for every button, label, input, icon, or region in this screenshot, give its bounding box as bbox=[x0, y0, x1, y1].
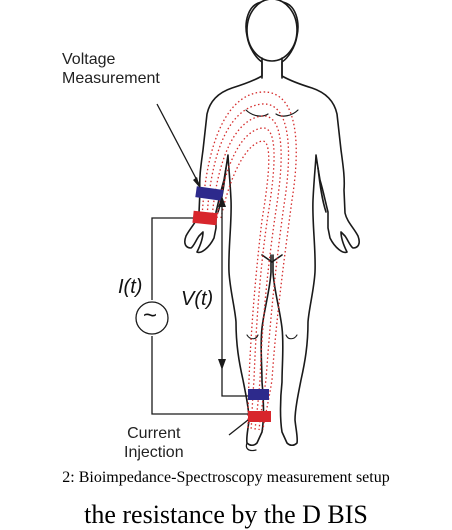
cropped-body-text: the resistance by the D BIS bbox=[84, 500, 368, 529]
voltage-symbol: V(t) bbox=[181, 288, 214, 310]
voltage-measurement-label: Voltage Measurement bbox=[62, 50, 160, 88]
current-label-line1: Current bbox=[127, 425, 181, 442]
voltage-arrows bbox=[193, 177, 226, 370]
voltage-electrode-arm bbox=[195, 186, 224, 201]
ac-source bbox=[135, 301, 169, 335]
current-electrode-ankle bbox=[248, 411, 271, 422]
current-flow-paths bbox=[201, 91, 297, 431]
voltage-label-line2: Measurement bbox=[62, 70, 160, 87]
voltage-electrode-ankle bbox=[248, 389, 269, 400]
current-injection-label: Current Injection bbox=[124, 424, 184, 462]
ac-source-symbol: ~ bbox=[143, 302, 158, 329]
figure-caption: 2: Bioimpedance-Spectroscopy measurement… bbox=[62, 469, 390, 486]
electrodes bbox=[192, 186, 271, 422]
current-electrode-wrist bbox=[192, 210, 218, 226]
voltage-label-line1: Voltage bbox=[62, 51, 116, 68]
wiring bbox=[151, 103, 249, 436]
current-label-line2: Injection bbox=[124, 444, 184, 461]
current-symbol: I(t) bbox=[118, 276, 143, 298]
